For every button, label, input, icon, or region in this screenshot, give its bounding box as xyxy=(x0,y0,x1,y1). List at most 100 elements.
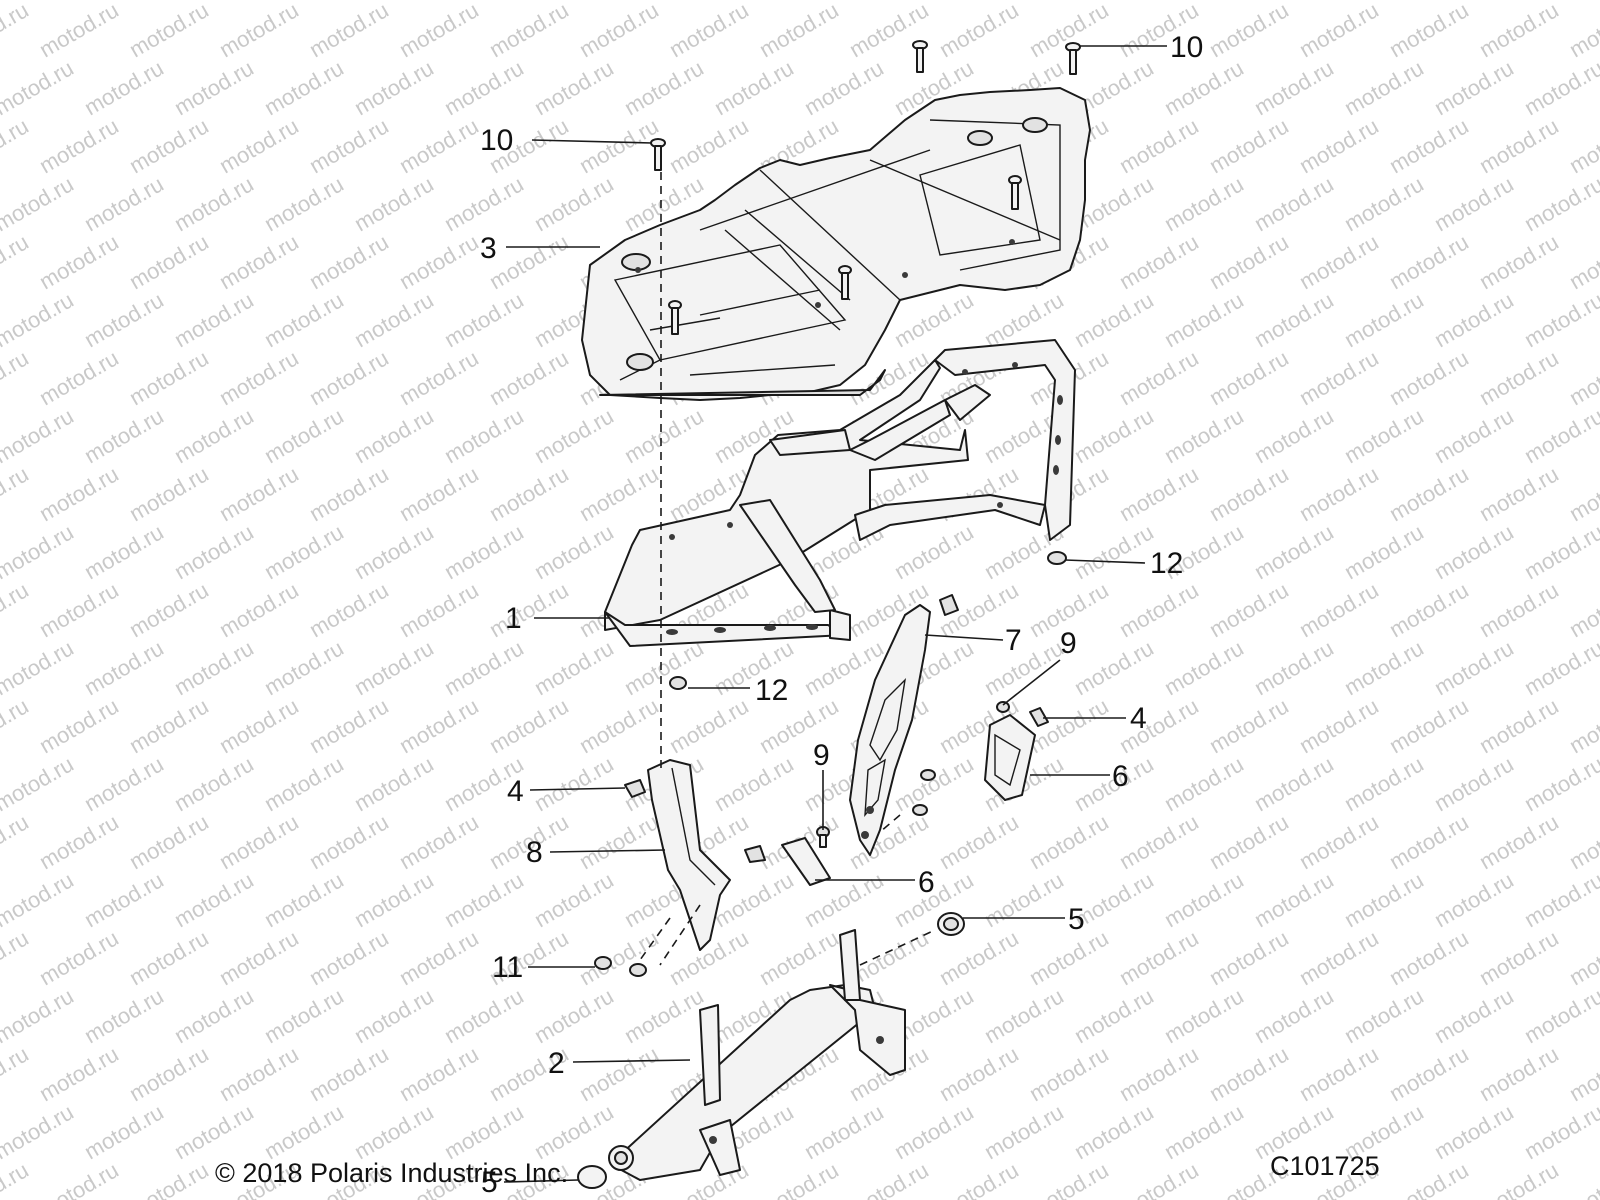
watermark-text: motod.ru xyxy=(1430,751,1518,816)
watermark-text: motod.ru xyxy=(215,113,303,178)
watermark-text: motod.ru xyxy=(0,1157,33,1200)
watermark-text: motod.ru xyxy=(1520,1099,1600,1164)
watermark-text: motod.ru xyxy=(1340,287,1428,352)
watermark-text: motod.ru xyxy=(935,0,1023,62)
watermark-text: motod.ru xyxy=(1115,1157,1203,1200)
watermark-text: motod.ru xyxy=(305,809,393,874)
watermark-text: motod.ru xyxy=(395,0,483,62)
watermark-text: motod.ru xyxy=(215,809,303,874)
watermark-text: motod.ru xyxy=(80,635,168,700)
watermark-text: motod.ru xyxy=(530,0,618,4)
watermark-text: motod.ru xyxy=(260,171,348,236)
watermark-text: motod.ru xyxy=(980,0,1068,4)
watermark-text: motod.ru xyxy=(755,925,843,990)
watermark-text: motod.ru xyxy=(0,519,78,584)
watermark-text: motod.ru xyxy=(1385,693,1473,758)
watermark-text: motod.ru xyxy=(1430,635,1518,700)
watermark-text: motod.ru xyxy=(1295,577,1383,642)
watermark-text: motod.ru xyxy=(1295,693,1383,758)
watermark-text: motod.ru xyxy=(440,635,528,700)
watermark-text: motod.ru xyxy=(1250,983,1338,1048)
watermark-text: motod.ru xyxy=(0,461,33,526)
watermark-text: motod.ru xyxy=(1475,1041,1563,1106)
watermark-text: motod.ru xyxy=(1565,809,1600,874)
watermark-text: motod.ru xyxy=(1160,403,1248,468)
watermark-text: motod.ru xyxy=(890,751,978,816)
callout-10-top: 10 xyxy=(1170,31,1203,64)
watermark-text: motod.ru xyxy=(1565,0,1600,62)
watermark-text: motod.ru xyxy=(1340,55,1428,120)
watermark-text: motod.ru xyxy=(35,1157,123,1200)
watermark-text: motod.ru xyxy=(1385,925,1473,990)
watermark-text: motod.ru xyxy=(1205,0,1293,62)
callout-11: 11 xyxy=(492,951,523,984)
watermark-text: motod.ru xyxy=(0,577,33,642)
watermark-text: motod.ru xyxy=(215,925,303,990)
watermark-text: motod.ru xyxy=(1250,55,1338,120)
watermark-text: motod.ru xyxy=(1475,0,1563,62)
watermark-text: motod.ru xyxy=(1115,345,1203,410)
watermark-text: motod.ru xyxy=(890,1099,978,1164)
watermark-text: motod.ru xyxy=(80,867,168,932)
watermark-text: motod.ru xyxy=(1430,1099,1518,1164)
watermark-text: motod.ru xyxy=(1475,229,1563,294)
watermark-text: motod.ru xyxy=(1295,229,1383,294)
watermark-text: motod.ru xyxy=(575,693,663,758)
bolt-part-11 xyxy=(594,956,647,977)
watermark-text: motod.ru xyxy=(530,171,618,236)
watermark-text: motod.ru xyxy=(440,287,528,352)
watermark-text: motod.ru xyxy=(1160,171,1248,236)
watermark-text: motod.ru xyxy=(350,55,438,120)
watermark-text: motod.ru xyxy=(485,577,573,642)
watermark-text: motod.ru xyxy=(1520,287,1600,352)
watermark-text: motod.ru xyxy=(620,0,708,4)
screw-part-10 xyxy=(650,40,1081,335)
watermark-text: motod.ru xyxy=(440,867,528,932)
watermark-text: motod.ru xyxy=(35,925,123,990)
watermark-text: motod.ru xyxy=(260,983,348,1048)
watermark-text: motod.ru xyxy=(530,55,618,120)
callout-2: 2 xyxy=(548,1047,565,1080)
watermark-text: motod.ru xyxy=(620,55,708,120)
watermark-text: motod.ru xyxy=(170,0,258,4)
watermark-text: motod.ru xyxy=(170,287,258,352)
watermark-text: motod.ru xyxy=(440,983,528,1048)
watermark-text: motod.ru xyxy=(0,345,33,410)
watermark-text: motod.ru xyxy=(530,635,618,700)
watermark-text: motod.ru xyxy=(1250,519,1338,584)
watermark-text: motod.ru xyxy=(170,983,258,1048)
watermark-text: motod.ru xyxy=(1475,809,1563,874)
watermark-text: motod.ru xyxy=(125,577,213,642)
watermark-text: motod.ru xyxy=(80,55,168,120)
watermark-text: motod.ru xyxy=(1430,867,1518,932)
watermark-text: motod.ru xyxy=(1070,983,1158,1048)
watermark-text: motod.ru xyxy=(1385,229,1473,294)
watermark-text: motod.ru xyxy=(665,693,753,758)
watermark-text: motod.ru xyxy=(710,55,798,120)
watermark-text: motod.ru xyxy=(1025,809,1113,874)
watermark-text: motod.ru xyxy=(215,345,303,410)
watermark-text: motod.ru xyxy=(440,1099,528,1164)
watermark-text: motod.ru xyxy=(485,229,573,294)
watermark-text: motod.ru xyxy=(1160,287,1248,352)
watermark-text: motod.ru xyxy=(125,461,213,526)
watermark-text: motod.ru xyxy=(1295,461,1383,526)
watermark-text: motod.ru xyxy=(0,809,33,874)
watermark-text: motod.ru xyxy=(395,693,483,758)
watermark-text: motod.ru xyxy=(1565,113,1600,178)
watermark-text: motod.ru xyxy=(125,809,213,874)
watermark-text: motod.ru xyxy=(1475,113,1563,178)
watermark-text: motod.ru xyxy=(1115,113,1203,178)
watermark-text: motod.ru xyxy=(1160,0,1248,4)
watermark-text: motod.ru xyxy=(80,983,168,1048)
watermark-text: motod.ru xyxy=(395,229,483,294)
watermark-text: motod.ru xyxy=(350,635,438,700)
callout-8: 8 xyxy=(526,836,543,869)
watermark-text: motod.ru xyxy=(125,229,213,294)
watermark-text: motod.ru xyxy=(1385,113,1473,178)
watermark-text: motod.ru xyxy=(1115,577,1203,642)
watermark-text: motod.ru xyxy=(0,867,78,932)
callout-5-left: 5 xyxy=(481,1166,498,1199)
nut-part-12 xyxy=(669,551,1067,690)
lower-mount-part-2 xyxy=(608,929,906,1181)
